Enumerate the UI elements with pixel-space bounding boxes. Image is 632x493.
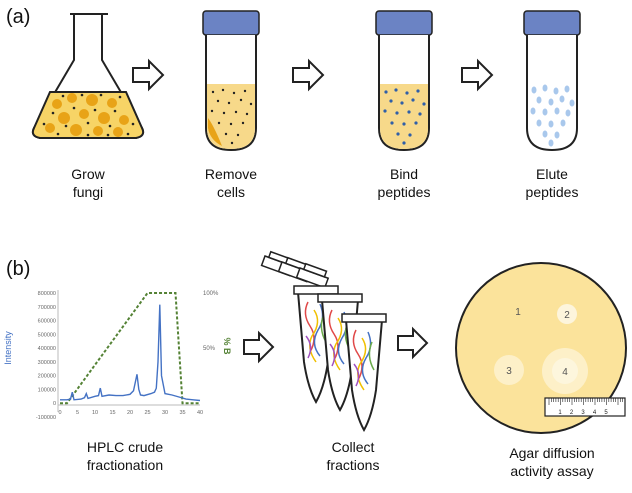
arrow-right-icon [132,58,165,92]
x-tick-label: 20 [127,410,133,416]
x-tick-label: 10 [92,410,98,416]
caption-line: Bind [389,166,419,182]
x-tick-label: 5 [76,410,79,416]
ruler-tick-label: 5 [604,410,608,416]
y-tick-label: 100000 [38,387,56,393]
gradient-line [60,292,200,405]
panel-label-a: (a) [6,6,31,28]
x-tick-label: 35 [179,410,185,416]
caption-line: Elute [536,166,568,182]
x-tick-label: 15 [109,410,115,416]
y2-axis-label: % B [222,337,232,355]
panel-label-b: (b) [6,258,31,280]
caption-line: Grow [71,166,105,182]
y-tick-label: 0 [53,401,56,407]
tube-icon [202,10,260,152]
y-tick-label: 700000 [38,305,56,311]
hplc-chromatogram: 8000007000006000005000004000003000002000… [3,290,232,421]
caption-line: Agar diffusion [509,445,595,461]
y-tick-label: 600000 [38,319,56,325]
y-tick-label: 500000 [38,332,56,338]
y-tick-label: 200000 [38,374,56,380]
tube-icon [375,10,433,152]
caption-line: fractions [326,457,380,473]
hplc-caption: HPLC crude fractionation [70,438,180,474]
ruler-tick-label: 3 [581,410,585,416]
y2-tick-label: 50% [203,346,216,352]
step-caption: Elute peptides [512,165,592,201]
arrow-right-icon [397,326,429,360]
caption-line: fungi [72,184,104,200]
caption-line: peptides [377,184,431,200]
step-caption: Remove cells [191,165,271,201]
caption-line: Collect [331,439,375,455]
collect-caption: Collect fractions [308,438,398,474]
step-caption: Grow fungi [48,165,128,201]
agar-plate: 1 2 3 4 1 2 3 4 5 [455,262,627,434]
flask-icon [31,13,145,139]
ruler-tick-label: 2 [570,410,574,416]
arrow-right-icon [292,58,325,92]
x-tick-label: 40 [197,410,203,416]
collection-tubes-icon [260,250,387,433]
y-axis-label: Intensity [3,331,13,365]
zone-label: 2 [564,310,570,321]
inhibition-zone [557,304,577,324]
y-tick-label: 400000 [38,346,56,352]
ruler-icon: 1 2 3 4 5 [544,397,626,417]
x-tick-label: 30 [162,410,168,416]
caption-line: peptides [525,184,579,200]
y-tick-label: -100000 [36,415,56,421]
caption-line: HPLC crude [86,439,164,455]
zone-label: 3 [506,366,512,377]
ruler-tick-label: 1 [558,410,562,416]
agar-plate-dish [455,262,627,434]
zone-label: 1 [515,307,521,318]
caption-line: cells [216,184,245,200]
assay-caption: Agar diffusion activity assay [492,444,612,480]
tube-icon [523,10,581,152]
y-tick-label: 800000 [38,291,56,297]
arrow-right-icon [461,58,494,92]
zone-label: 4 [562,367,568,378]
y2-tick-label: 100% [203,291,219,297]
ruler-tick-label: 4 [593,410,597,416]
caption-line: activity assay [510,463,594,479]
arrow-right-icon [243,330,275,364]
inhibition-zone [494,355,524,385]
x-tick-label: 0 [58,410,61,416]
y-tick-label: 300000 [38,360,56,366]
x-tick-label: 25 [144,410,150,416]
chromatogram-trace [60,304,201,402]
inhibition-zone [552,358,578,384]
step-caption: Bind peptides [364,165,444,201]
caption-line: Remove [204,166,258,182]
caption-line: fractionation [86,457,164,473]
